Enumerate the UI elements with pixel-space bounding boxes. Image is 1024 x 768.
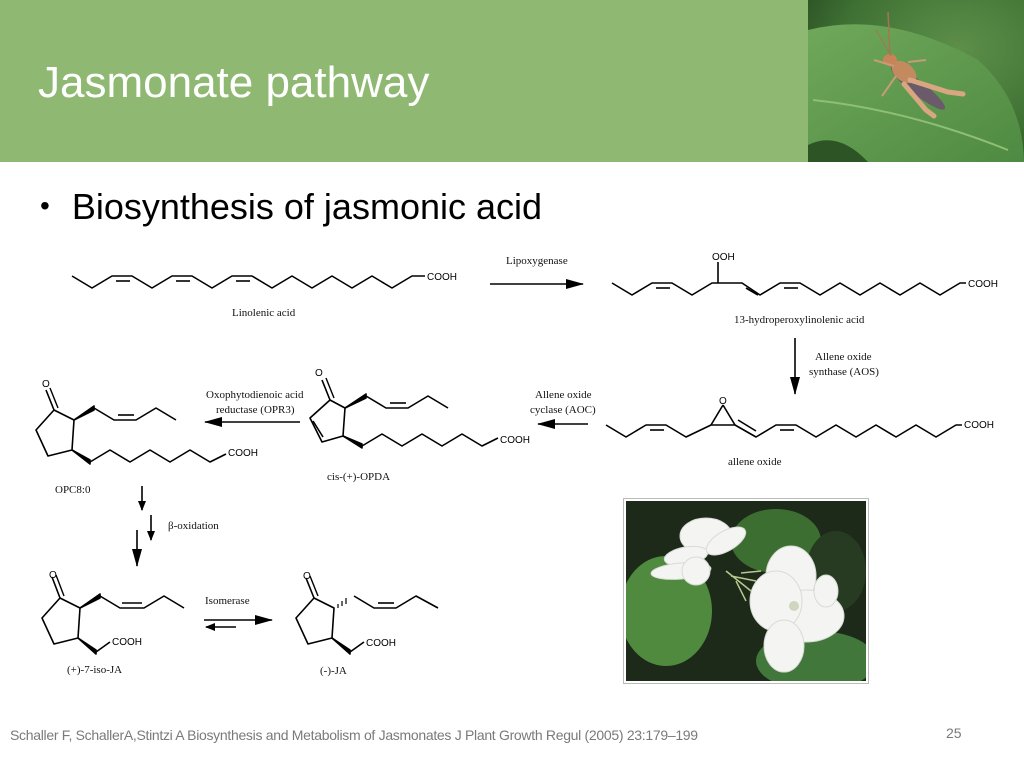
opc-structure: [35, 387, 227, 465]
citation: Schaller F, SchallerA,Stintzi A Biosynth…: [10, 727, 698, 743]
hpot-structure: [611, 262, 966, 296]
bullet-marker: •: [40, 190, 50, 221]
cooh-label: COOH: [968, 279, 998, 290]
oxygen-label: O: [315, 368, 323, 379]
oxygen-label: O: [42, 379, 50, 390]
title-banner: Jasmonate pathway: [0, 0, 808, 162]
allene-oxide-structure: [605, 404, 962, 438]
enzyme-aos-line1: Allene oxide: [815, 351, 872, 363]
compound-name-linolenic: Linolenic acid: [232, 307, 296, 319]
oxygen-label: O: [49, 570, 57, 581]
compound-name-opda: cis-(+)-OPDA: [327, 471, 390, 483]
enzyme-opr3-line2: reductase (OPR3): [216, 404, 295, 416]
ooh-label: OOH: [712, 252, 735, 263]
oxygen-label: O: [719, 396, 727, 407]
cooh-label: COOH: [228, 448, 258, 459]
cooh-label: COOH: [366, 638, 396, 649]
cooh-label: COOH: [427, 272, 457, 283]
enzyme-aoc-line1: Allene oxide: [535, 389, 592, 401]
page-number: 25: [946, 725, 962, 741]
linolenic-acid-structure: [71, 275, 425, 289]
enzyme-lipoxygenase: Lipoxygenase: [506, 255, 568, 267]
enzyme-aoc-line2: cyclase (AOC): [530, 404, 596, 416]
jasmonate-pathway-diagram: COOH COOH OOH COOH O COOH O COOH O COOH …: [35, 252, 998, 677]
enzyme-isomerase: Isomerase: [205, 595, 250, 607]
enzyme-beta-oxidation: β-oxidation: [168, 520, 219, 532]
compound-name-opc: OPC8:0: [55, 484, 91, 496]
opda-structure: [309, 377, 499, 449]
enzyme-opr3-line1: Oxophytodienoic acid: [206, 389, 304, 401]
oxygen-label: O: [303, 571, 311, 582]
enzyme-aos-line2: synthase (AOS): [809, 366, 879, 378]
compound-name-allene-oxide: allene oxide: [728, 456, 782, 468]
cooh-label: COOH: [500, 435, 530, 446]
slide-title: Jasmonate pathway: [38, 58, 430, 107]
iso-ja-structure: [41, 574, 185, 655]
compound-name-ja: (-)-JA: [320, 665, 347, 677]
compound-name-hpot: 13-hydroperoxylinolenic acid: [734, 314, 865, 326]
bullet-text: Biosynthesis of jasmonic acid: [71, 186, 543, 227]
compound-name-iso-ja: (+)-7-iso-JA: [67, 664, 122, 676]
cooh-label: COOH: [112, 637, 142, 648]
cooh-label: COOH: [964, 420, 994, 431]
grasshopper-photo: [808, 0, 1024, 162]
ja-structure: [295, 575, 439, 655]
bullet-item: • Biosynthesis of jasmonic acid: [40, 186, 542, 228]
jasmine-flower-photo: [620, 498, 876, 691]
